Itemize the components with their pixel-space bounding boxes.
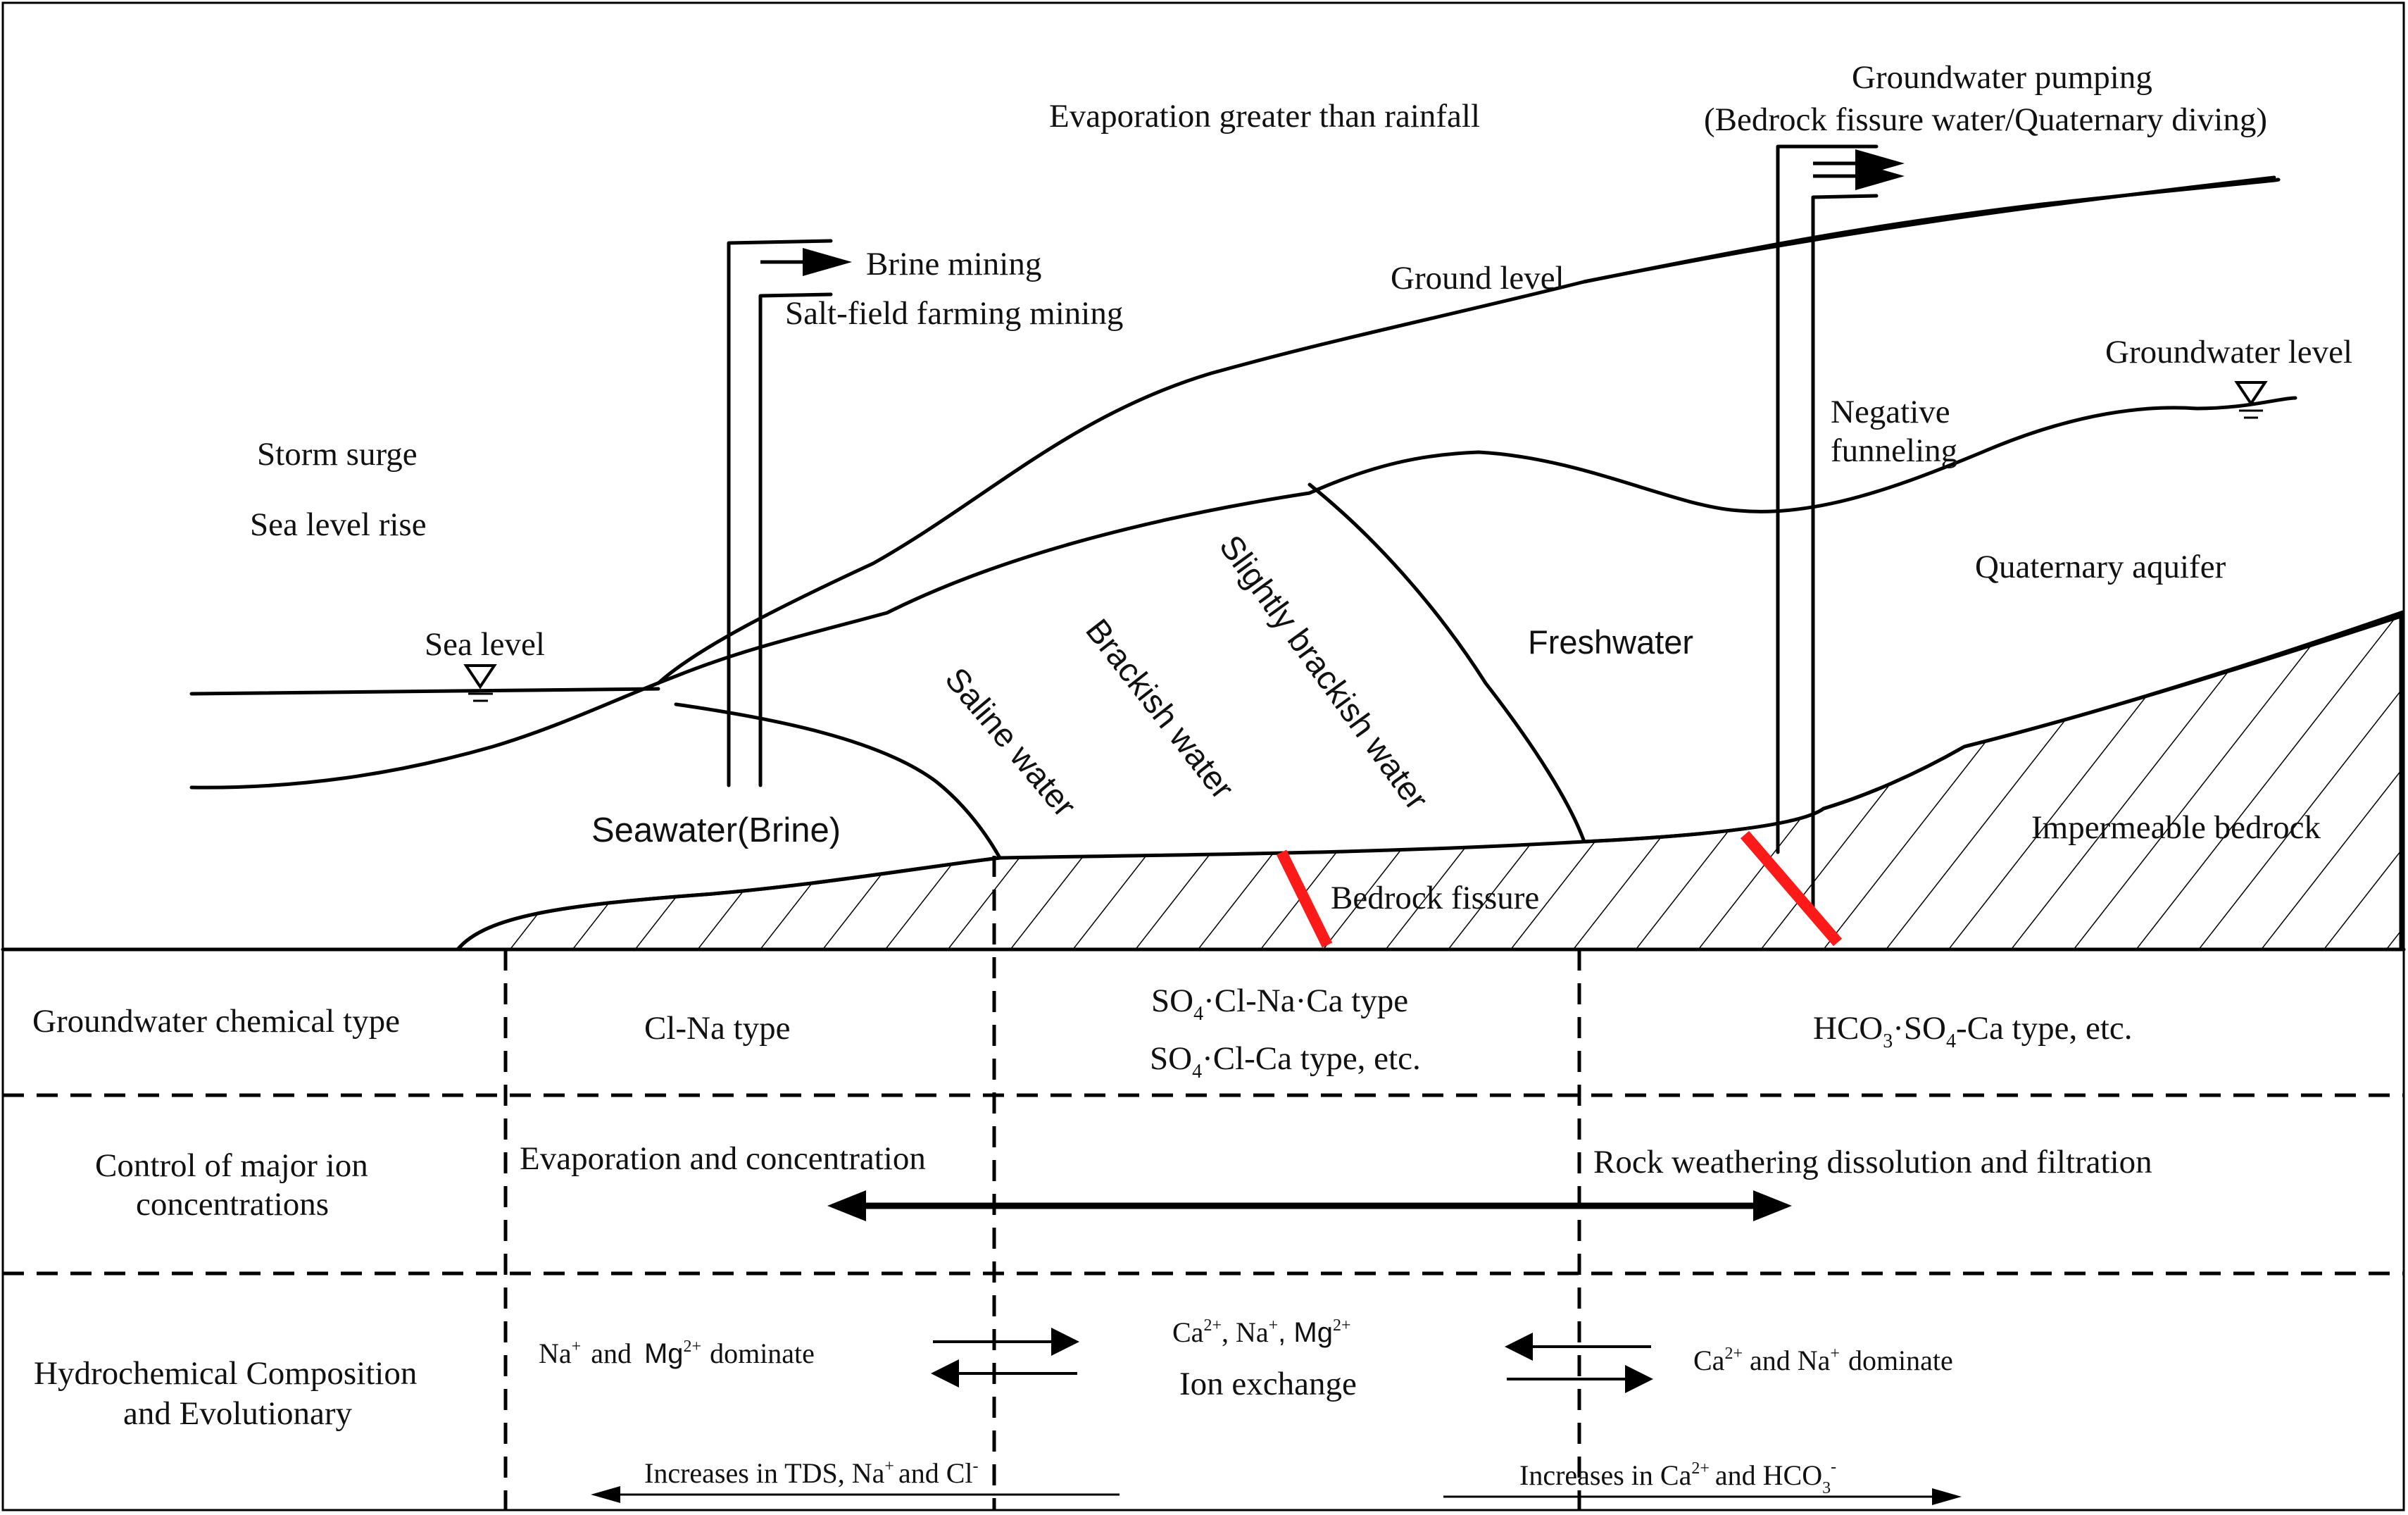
negative-funneling-label-1: Negative	[1831, 394, 1950, 430]
row2-header-1: Control of major ion	[95, 1147, 368, 1184]
sea-level-label: Sea level	[425, 626, 545, 663]
quaternary-aquifer-label: Quaternary aquifer	[1975, 549, 2226, 585]
negative-funneling-label-2: funneling	[1831, 432, 1957, 469]
groundwater-level-label: Groundwater level	[2105, 334, 2352, 370]
row2-weathering: Rock weathering dissolution and filtrati…	[1593, 1144, 2152, 1180]
row1-cl-na-type: Cl-Na type	[644, 1010, 791, 1047]
brine-well-pipe	[727, 239, 833, 787]
row3-ion-exchange: Ion exchange	[1179, 1366, 1357, 1402]
pumping-title: Groundwater pumping	[1852, 59, 2152, 96]
ground-level-far	[1582, 175, 2276, 284]
bedrock-fissure-1	[1276, 849, 1333, 948]
saline-label: Saline water	[938, 660, 1084, 823]
row2-evaporation: Evaporation and concentration	[520, 1140, 926, 1177]
groundwater-level-line	[189, 396, 2297, 790]
bedrock-fissure-2	[1740, 830, 1843, 947]
seabed-line	[456, 856, 1002, 952]
pumping-well-pipe-inner	[1811, 194, 1879, 911]
ground-level-label: Ground level	[1391, 260, 1564, 297]
brine-mining-label: Brine mining	[866, 246, 1041, 282]
freshwater-boundary	[1308, 482, 1586, 844]
row1-so4-type-b: SO4·Cl-Ca type, etc.	[1150, 1040, 1421, 1083]
row2-arrowhead-left	[827, 1190, 866, 1221]
pumping-sub: (Bedrock fissure water/Quaternary diving…	[1704, 101, 2267, 138]
row1-so4-type-a: SO4·Cl-Na·Ca type	[1151, 983, 1408, 1025]
row3-na-mg-dominate: Na+and Mg2+dominate	[539, 1338, 815, 1369]
sea-level-rise-label: Sea level rise	[250, 506, 427, 543]
impermeable-bedrock-label: Impermeable bedrock	[2031, 809, 2321, 846]
seawater-label: Seawater(Brine)	[591, 811, 841, 849]
sea-level-symbol	[463, 664, 497, 702]
saline-wedge-boundary	[674, 702, 1002, 860]
evaporation-label: Evaporation greater than rainfall	[1049, 98, 1480, 135]
sea-level-line	[189, 687, 660, 696]
salt-field-label: Salt-field farming mining	[785, 295, 1123, 332]
row2-arrowhead-right	[1753, 1190, 1792, 1221]
quaternary-base-line	[1582, 614, 2403, 844]
brackish-label: Brackish water	[1079, 612, 1242, 806]
trend-left-label: Increases in TDS, Na+and Cl-	[644, 1457, 978, 1489]
row3-header-1: Hydrochemical Composition	[34, 1355, 417, 1392]
groundwater-level-symbol	[2234, 381, 2268, 419]
pumping-well-pipe	[1776, 144, 1879, 854]
row3-ca-na-dominate: Ca2+and Na+dominate	[1693, 1345, 1953, 1376]
row2-header-2: concentrations	[136, 1186, 329, 1223]
bedrock-fissure-label: Bedrock fissure	[1331, 880, 1539, 916]
trend-right-label: Increases in Ca2+and HCO3-	[1519, 1458, 1836, 1497]
storm-surge-label: Storm surge	[257, 436, 418, 473]
row1-header: Groundwater chemical type	[32, 1003, 400, 1040]
freshwater-label: Freshwater	[1528, 623, 1693, 661]
row3-header-2: and Evolutionary	[123, 1395, 353, 1432]
row3-ions: Ca2+, Na+, Mg2+	[1172, 1316, 1351, 1348]
brine-well-pipe-inner	[758, 292, 833, 787]
row1-hco3-type: HCO3·SO4-Ca type, etc.	[1813, 1010, 2133, 1052]
